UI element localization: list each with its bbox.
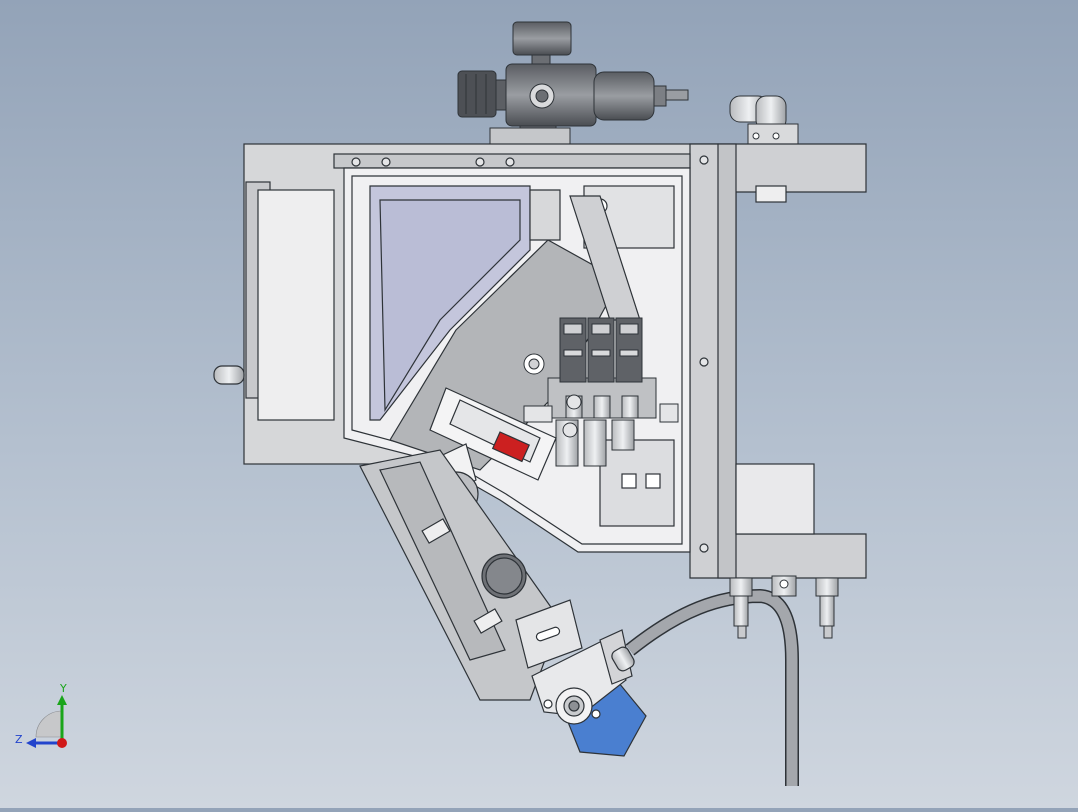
solenoid-valve-bank [523, 317, 679, 467]
angled-arm [359, 449, 583, 701]
solenoid-valve [615, 317, 643, 419]
door-handle [213, 365, 245, 385]
bottom-fittings [729, 575, 839, 639]
warning-label [491, 431, 531, 463]
pressure-regulator [457, 21, 689, 145]
filter-bowl [593, 71, 655, 121]
y-axis-label: Y [59, 683, 67, 695]
x-axis [57, 738, 67, 748]
nozzle-block [531, 629, 647, 757]
elbow-fitting [729, 95, 799, 145]
coordinate-triad-icon: Y Z [10, 682, 80, 753]
solenoid-valve [587, 317, 615, 419]
regulator-knob [457, 70, 497, 118]
air-hose [625, 588, 799, 786]
z-axis-label: Z [15, 733, 23, 746]
solenoid-valve [559, 317, 587, 419]
pressure-gauge [512, 21, 572, 56]
